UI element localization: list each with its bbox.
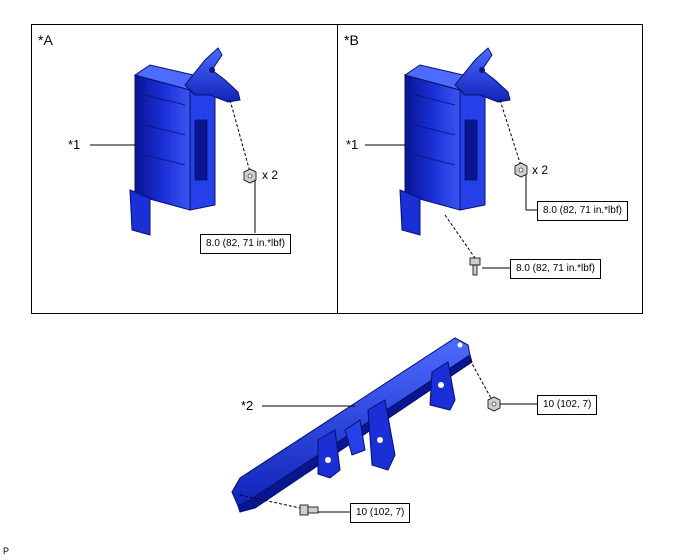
callout-part-b: *1 xyxy=(346,137,359,152)
callout-part-a: *1 xyxy=(68,137,81,152)
nut-qty-b: x 2 xyxy=(532,163,549,177)
figure-footer-code: P xyxy=(3,546,10,556)
callout-bracket: *2 xyxy=(241,398,254,413)
torque-bolt-bracket: 10 (102, 7) xyxy=(350,503,411,523)
panel-a-label: *A xyxy=(38,32,53,48)
ecu-unit-b xyxy=(399,47,511,236)
bolt-icon-bracket xyxy=(299,504,319,516)
nut-qty-a: x 2 xyxy=(262,168,279,182)
nut-icon-a xyxy=(243,168,257,184)
nut-icon-bracket xyxy=(487,396,501,412)
torque-bolt-b: 8.0 (82, 71 in.*lbf) xyxy=(510,259,601,279)
nut-icon-b xyxy=(514,162,528,178)
torque-nut-b: 8.0 (82, 71 in.*lbf) xyxy=(537,201,628,221)
support-bracket xyxy=(231,337,473,513)
bolt-icon-b xyxy=(469,257,481,276)
ecu-unit-a xyxy=(129,47,241,236)
panel-b-label: *B xyxy=(344,32,359,48)
torque-nut-a: 8.0 (82, 71 in.*lbf) xyxy=(200,234,291,254)
torque-nut-bracket: 10 (102, 7) xyxy=(537,395,598,415)
